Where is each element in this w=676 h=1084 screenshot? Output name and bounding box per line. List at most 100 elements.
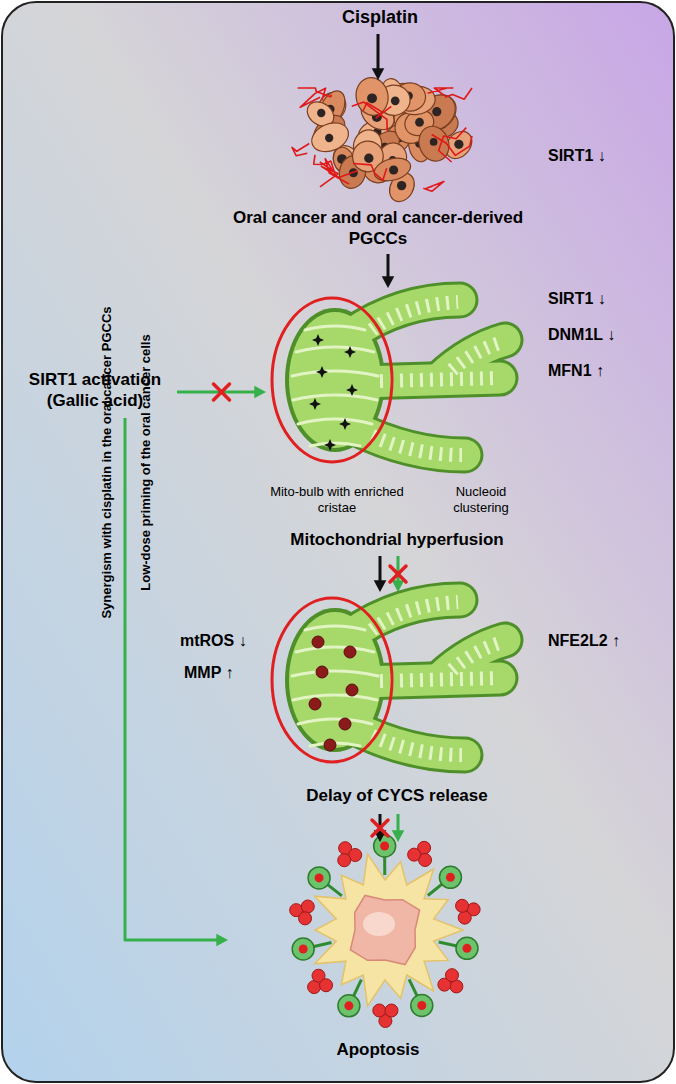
tumor-cell bbox=[372, 154, 413, 184]
gene-change-label: MMP ↑ bbox=[184, 664, 233, 682]
tumor-illustration bbox=[292, 75, 477, 206]
bleb-content bbox=[299, 945, 308, 954]
connector-line bbox=[387, 254, 390, 277]
tumor-vessel bbox=[292, 144, 309, 156]
arrowhead bbox=[392, 830, 405, 842]
core-highlight bbox=[363, 912, 395, 936]
inhibition-cross bbox=[372, 820, 388, 836]
connector-line bbox=[377, 34, 380, 69]
connector-line bbox=[379, 556, 382, 581]
apoptotic-body bbox=[299, 912, 312, 925]
arrowhead bbox=[216, 934, 228, 947]
drug-label: Cisplatin bbox=[300, 4, 460, 32]
node-heading: Delay of CYCS release bbox=[262, 786, 532, 807]
node-heading: Mitochondrial hyperfusion bbox=[262, 530, 532, 551]
connector-arrow bbox=[372, 34, 385, 80]
cell-nucleus bbox=[415, 118, 424, 127]
apoptotic-body bbox=[338, 854, 351, 867]
tumor-vessel bbox=[320, 166, 357, 187]
cell-nucleus bbox=[317, 109, 325, 117]
nucleoid-stars bbox=[309, 334, 358, 451]
cell-nucleus bbox=[432, 107, 441, 116]
gene-change-label: MFN1 ↑ bbox=[548, 362, 604, 380]
outcome-label: Apoptosis bbox=[228, 842, 528, 1070]
gene-change-label: SIRT1 ↓ bbox=[548, 290, 606, 308]
bleb-content bbox=[315, 873, 324, 882]
cell-nucleus bbox=[325, 134, 333, 142]
connector-line bbox=[397, 814, 400, 831]
apoptotic-body bbox=[445, 969, 458, 982]
pathway-note: Synergism with cisplatin in the oral can… bbox=[99, 228, 114, 698]
cell-core bbox=[350, 895, 419, 964]
tumor-vessel bbox=[300, 88, 326, 107]
cytochrome-c-dots bbox=[309, 636, 358, 751]
cell-population: Oral cancer and oral cancer-derived PGCC… bbox=[228, 80, 528, 252]
connector-arrow bbox=[390, 556, 406, 592]
tumor-vessel bbox=[445, 88, 472, 99]
node-heading: Cisplatin bbox=[300, 7, 460, 29]
apoptotic-bleb bbox=[411, 995, 433, 1017]
apoptotic-body bbox=[301, 900, 314, 913]
connector-arrow bbox=[372, 814, 388, 842]
apoptotic-bleb bbox=[338, 995, 360, 1017]
cell-nucleus bbox=[389, 165, 398, 174]
arrowhead bbox=[374, 580, 387, 592]
bleb-content bbox=[380, 842, 389, 851]
tumor-vessel bbox=[298, 88, 332, 97]
connector-arrow bbox=[374, 556, 387, 592]
tumor-vessel bbox=[352, 102, 387, 131]
apoptotic-body bbox=[408, 848, 421, 861]
apoptotic-body bbox=[385, 1004, 398, 1017]
cell-nucleus bbox=[454, 140, 463, 149]
tumor-vessel bbox=[423, 181, 444, 191]
bleb-content bbox=[344, 1001, 353, 1010]
arrowhead bbox=[254, 386, 266, 399]
tumor-cell bbox=[353, 75, 391, 118]
connector-line bbox=[177, 391, 255, 394]
gene-change-label: NFE2L2 ↑ bbox=[548, 632, 620, 650]
cell-nucleus bbox=[430, 138, 438, 146]
inhibition-cross bbox=[390, 566, 406, 582]
apoptotic-bleb bbox=[374, 835, 396, 857]
inhibition-cross bbox=[390, 566, 406, 582]
tumor-vessel bbox=[314, 155, 336, 175]
node-note: Nucleoid clustering bbox=[430, 484, 532, 516]
tumor-vessel bbox=[432, 135, 472, 156]
tumor-vessel bbox=[353, 164, 387, 181]
mitochondrion-hyperfused bbox=[272, 298, 505, 462]
gene-change-label: mtROS ↓ bbox=[180, 632, 247, 650]
bleb-content bbox=[462, 944, 471, 953]
cell-nucleus bbox=[364, 154, 373, 163]
mitochondrion-state: Delay of CYCS release bbox=[262, 592, 532, 812]
apoptotic-bleb bbox=[308, 867, 330, 889]
node-heading: Oral cancer and oral cancer-derived PGCC… bbox=[228, 208, 528, 249]
apoptotic-bleb bbox=[456, 937, 478, 959]
apoptotic-bleb bbox=[439, 866, 461, 888]
bleb-content bbox=[446, 873, 455, 882]
arrowhead bbox=[382, 276, 395, 288]
apoptotic-bleb bbox=[292, 938, 314, 960]
tumor-vessel bbox=[439, 128, 467, 162]
node-heading: Apoptosis bbox=[228, 1040, 528, 1061]
cell-nucleus bbox=[397, 181, 406, 190]
apoptotic-body bbox=[373, 1004, 386, 1017]
connector-arrow bbox=[392, 814, 405, 842]
mitochondrion-delay bbox=[272, 598, 505, 762]
pathway-note: Low-dose priming of the oral cancer cell… bbox=[138, 228, 153, 698]
node-note: Mito-bulb with enriched cristae bbox=[262, 484, 412, 516]
gene-change-label: DNM1L ↓ bbox=[548, 326, 615, 344]
apoptotic-body bbox=[456, 899, 469, 912]
inhibition-cross bbox=[214, 384, 230, 400]
inhibition-cross bbox=[372, 820, 388, 836]
gene-change-label: SIRT1 ↓ bbox=[548, 147, 606, 165]
tumor-cell bbox=[307, 117, 353, 157]
cell-nucleus bbox=[367, 93, 377, 103]
connector-arrow bbox=[177, 384, 266, 400]
apoptosis-illustration bbox=[290, 835, 480, 1027]
arrowhead bbox=[372, 68, 385, 80]
arrowhead bbox=[392, 580, 405, 592]
apoptotic-body bbox=[458, 911, 471, 924]
mitochondrion-state: Mito-bulb with enriched cristae Nucleoid … bbox=[262, 288, 532, 554]
inhibition-cross bbox=[214, 384, 230, 400]
